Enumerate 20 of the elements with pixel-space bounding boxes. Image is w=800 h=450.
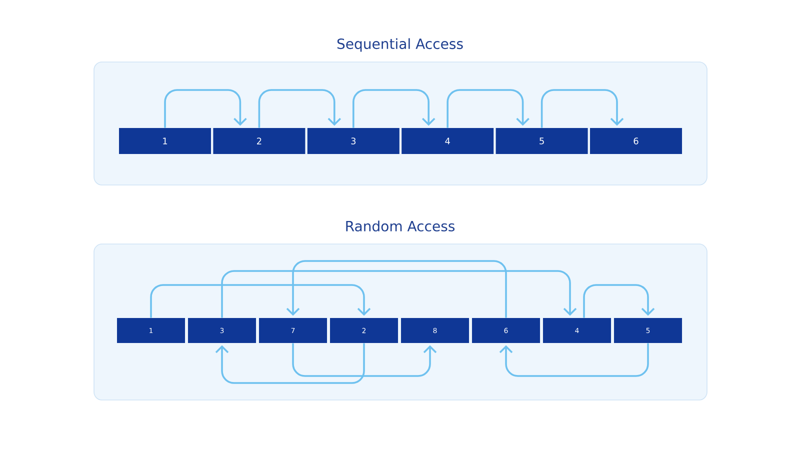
memory-cell: 3: [307, 128, 400, 154]
panel-title: Sequential Access: [337, 38, 463, 52]
arrow: [540, 89, 624, 128]
memory-cell: 4: [402, 128, 494, 154]
arrow: [258, 89, 342, 128]
arrow: [583, 284, 655, 318]
arrow: [164, 89, 247, 128]
arrow: [292, 343, 437, 377]
arrow: [499, 343, 649, 377]
arrow: [150, 284, 371, 318]
memory-cell: 5: [496, 128, 588, 154]
memory-cell: 2: [213, 128, 306, 154]
arrow: [215, 343, 365, 384]
arrow: [221, 270, 577, 318]
arrow: [446, 89, 530, 128]
arrow: [352, 89, 436, 128]
panel-title: Random Access: [346, 220, 455, 232]
arrow: [286, 260, 507, 318]
memory-cell: 6: [590, 128, 682, 154]
memory-cell: 1: [119, 128, 211, 154]
